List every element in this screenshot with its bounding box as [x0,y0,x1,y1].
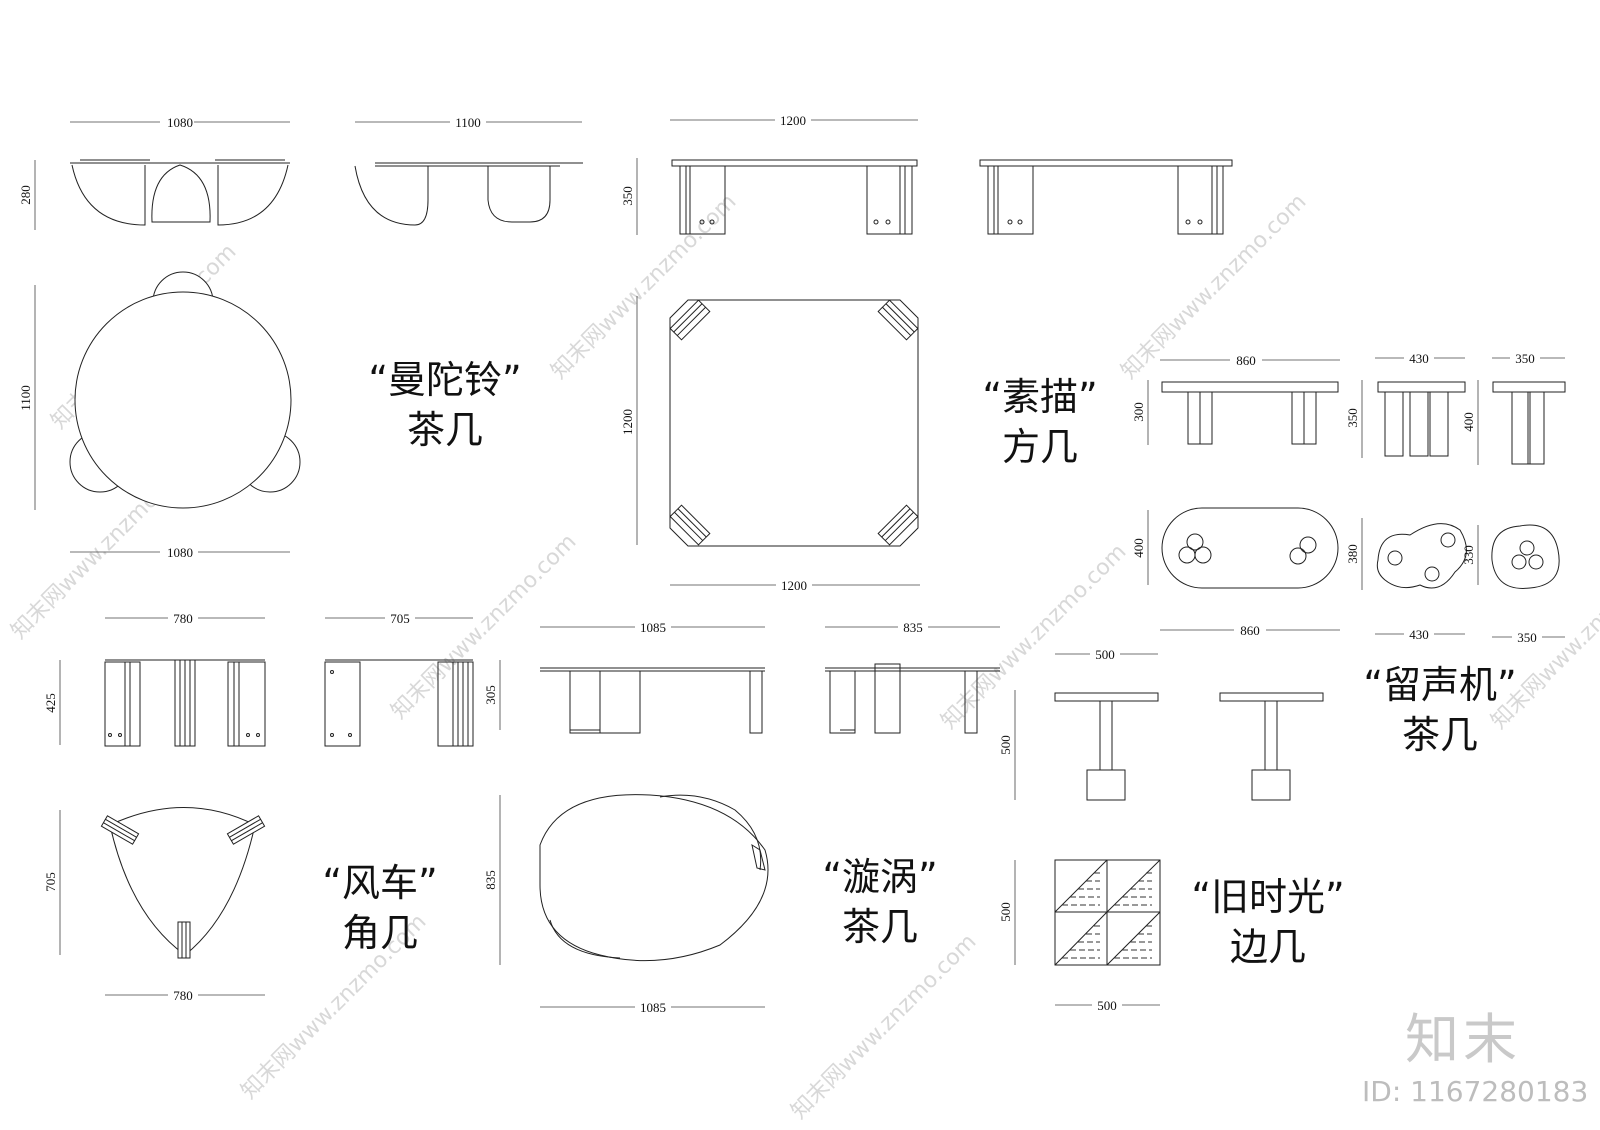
dimension-label: 425 [43,693,58,713]
label-xuanwo-type: 茶几 [841,905,918,949]
liushengji-elevation-large: 860 300 [1131,352,1340,445]
mantuoling-elevation-side: 1100 [354,114,583,226]
liushengji-elevation-pair: 500 500 [998,646,1324,801]
label-sumiao-name: “素描” [982,375,1098,419]
dimension-label: 1080 [167,115,193,130]
liushengji-elevation-small: 350 400 [1461,350,1566,465]
xuanwo-elevation-front: 1085 305 [483,619,765,734]
dimension-label: 1200 [620,409,635,435]
label-liushengji-type: 茶几 [1401,713,1478,757]
dimension-label: 400 [1461,412,1476,432]
label-xuanwo: “漩涡” 茶几 [805,852,955,952]
dimension-label: 500 [998,902,1013,922]
dimension-label: 1080 [167,545,193,560]
fengche-elevation-side: 705 [324,610,474,747]
dimension-label: 860 [1236,353,1256,368]
label-mantuoling-name: “曼陀铃” [368,358,522,402]
watermark-text: 知末网www.znzmo.com [937,539,1132,734]
dimension-label: 780 [173,988,193,1003]
xuanwo-plan: 835 1085 [483,794,769,1015]
dimension-label: 1085 [640,620,666,635]
jiushiguang-plan: 500 500 [998,859,1161,1013]
dimension-label: 350 [1345,408,1360,428]
dimension-label: 500 [1095,647,1115,662]
label-jiushiguang-name: “旧时光” [1191,875,1345,919]
label-jiushiguang: “旧时光” 边几 [1168,872,1368,972]
label-liushengji: “留声机” 茶几 [1340,660,1540,760]
liushengji-plan-large: 400 860 [1131,507,1340,638]
label-mantuoling-type: 茶几 [406,408,483,452]
label-xuanwo-name: “漩涡” [822,855,938,899]
label-fengche: “风车” 角几 [305,858,455,958]
watermark-text: 知末网www.znzmo.com [547,189,742,384]
watermark-text: 知末网www.znzmo.com [1117,189,1312,384]
image-id-watermark: ID: 1167280183 [1362,1075,1589,1108]
dimension-label: 380 [1345,544,1360,564]
sumiao-elevation-side [979,159,1233,235]
dimension-label: 860 [1240,623,1260,638]
dimension-label: 1100 [455,115,481,130]
fengche-elevation-front: 780 425 [43,610,266,747]
label-sumiao-type: 方几 [1001,425,1078,469]
dimension-label: 280 [18,185,33,205]
label-fengche-type: 角几 [341,911,418,955]
fengche-plan: 705 780 [43,807,266,1003]
dimension-label: 1100 [18,385,33,411]
dimension-label: 500 [998,735,1013,755]
dimension-label: 835 [903,620,923,635]
dimension-label: 1200 [780,113,806,128]
dimension-label: 705 [390,611,410,626]
label-liushengji-name: “留声机” [1363,663,1517,707]
dimension-label: 350 [1515,351,1535,366]
dimension-label: 330 [1461,545,1476,565]
dimension-label: 430 [1409,351,1429,366]
label-jiushiguang-type: 边几 [1229,925,1306,969]
watermark-text: 知末网www.znzmo.com [787,929,982,1124]
mantuoling-elevation-front: 1080 280 [18,114,290,230]
sumiao-elevation-front: 1200 350 [620,112,918,235]
dimension-label: 1200 [781,578,807,593]
dimension-label: 400 [1131,538,1146,558]
mantuoling-plan: 1100 1080 [18,271,301,560]
dimension-label: 705 [43,872,58,892]
dimension-label: 430 [1409,627,1429,642]
dimension-label: 1085 [640,1000,666,1015]
xuanwo-elevation-side: 835 [825,619,1000,734]
dimension-label: 500 [1097,998,1117,1013]
dimension-label: 780 [173,611,193,626]
label-mantuoling: “曼陀铃” 茶几 [345,355,545,455]
dimension-label: 305 [483,685,498,705]
liushengji-elevation-medium: 430 350 [1345,350,1466,458]
label-sumiao: “素描” 方几 [965,372,1115,472]
liushengji-plan-medium: 380 430 [1345,518,1467,642]
dimension-label: 350 [1517,630,1537,645]
label-fengche-name: “风车” [322,861,438,905]
liushengji-plan-small: 330 350 [1461,524,1565,645]
sumiao-plan: 1200 1200 [620,296,920,593]
dimension-label: 350 [620,186,635,206]
dimension-label: 300 [1131,402,1146,422]
brand-watermark: 知末 [1405,1008,1521,1071]
dimension-label: 835 [483,870,498,890]
